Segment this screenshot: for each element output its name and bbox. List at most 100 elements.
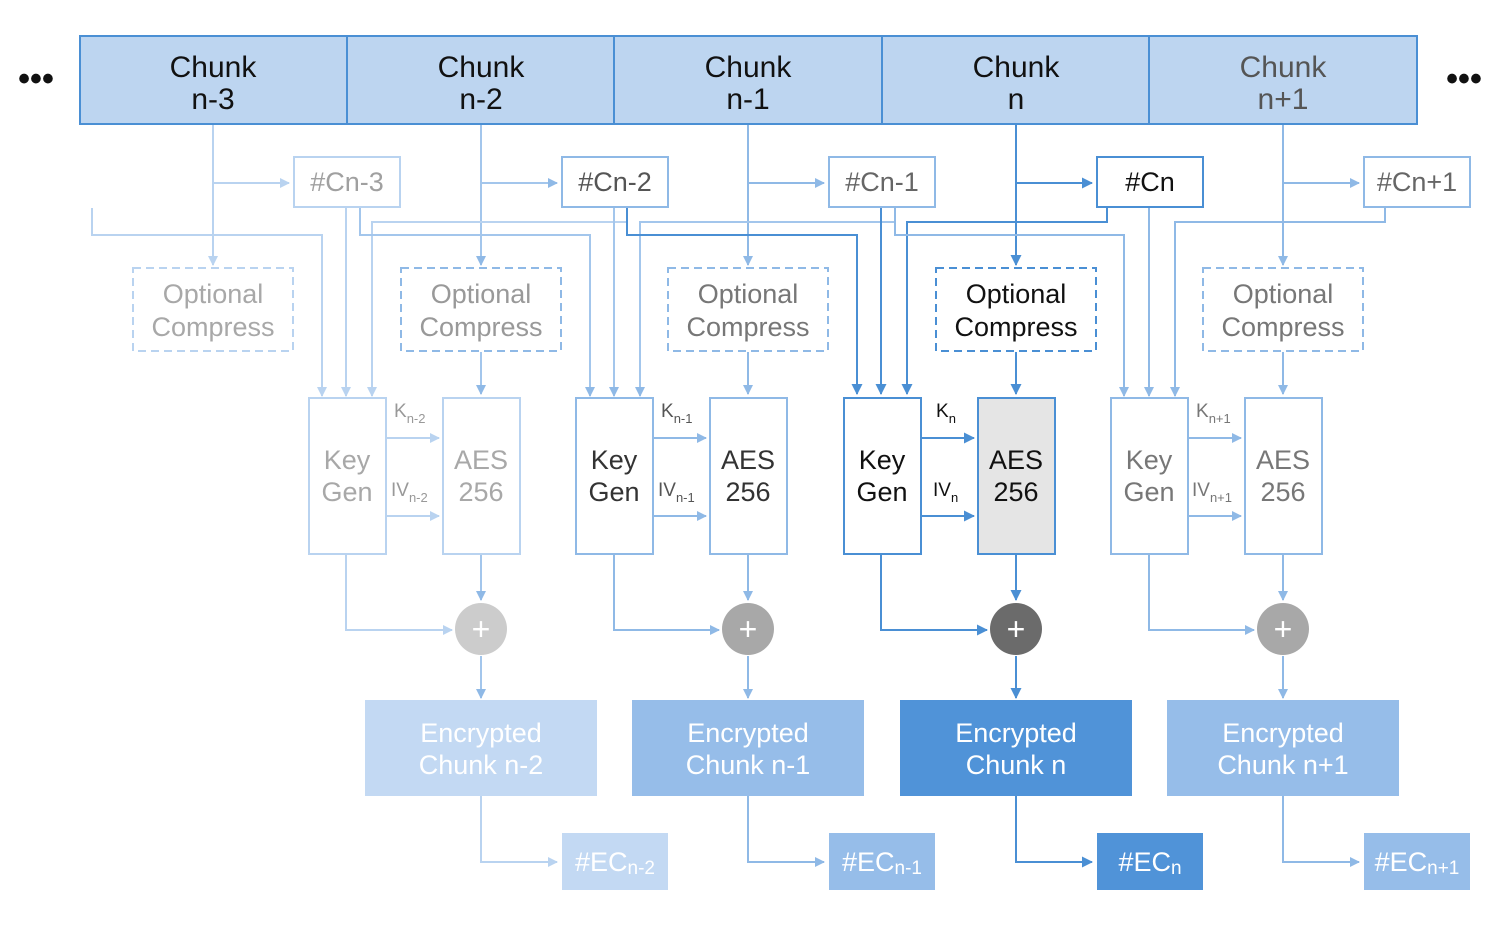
svg-text:Optional: Optional — [966, 279, 1067, 309]
plus-symbol: + — [1007, 611, 1026, 647]
hash-cn-3: #Cn-3 — [293, 156, 401, 208]
chunk-label: Chunk — [973, 51, 1061, 84]
xor-node — [1257, 603, 1309, 655]
svg-text:Gen: Gen — [321, 477, 372, 507]
compress-n-2: Optional Compress — [400, 267, 562, 352]
chunk-label: Chunk — [1240, 51, 1328, 84]
chunk-n-2: Chunk n-2 — [438, 51, 526, 116]
compress-n-1: Optional Compress — [667, 267, 829, 352]
svg-text:Chunk n+1: Chunk n+1 — [1217, 750, 1348, 780]
arrow-chunk-n+1-to-hash — [1282, 124, 1360, 188]
arrow-chunk-n-3-to-hash — [212, 124, 290, 188]
encrypted-box — [365, 700, 597, 796]
svg-text:256: 256 — [725, 477, 770, 507]
chunk-label: Chunk — [705, 51, 793, 84]
chunk-n-3: Chunk n-3 — [170, 51, 258, 116]
compress-n+1: Optional Compress — [1202, 267, 1364, 352]
ec-hash-label: #ECn — [1118, 847, 1181, 879]
svg-text:Compress: Compress — [686, 312, 809, 342]
svg-text:Optional: Optional — [431, 279, 532, 309]
svg-text:Encrypted: Encrypted — [420, 718, 542, 748]
svg-text:Optional: Optional — [1233, 279, 1334, 309]
hash-label: #Cn-1 — [845, 167, 919, 197]
xor-node — [722, 603, 774, 655]
chunk-index: n+1 — [1258, 83, 1309, 116]
svg-text:Key: Key — [859, 445, 906, 475]
ec-hash-label: #ECn-1 — [842, 847, 922, 879]
svg-text:Gen: Gen — [856, 477, 907, 507]
svg-text:Compress: Compress — [1221, 312, 1344, 342]
iv-label: IVn+1 — [1192, 480, 1232, 505]
arrow-chunk-n-1-to-hash — [747, 124, 825, 188]
stage-n: Key Gen AES 256 Kn IVn + Encrypted Chunk… — [843, 397, 1203, 890]
svg-text:256: 256 — [1260, 477, 1305, 507]
svg-text:Gen: Gen — [1123, 477, 1174, 507]
ec-hash-box — [1097, 833, 1203, 890]
encrypted-box — [1167, 700, 1399, 796]
arrow-chunk-n-2-to-hash — [480, 124, 558, 188]
chunk-label: Chunk — [438, 51, 526, 84]
stage-n-2: Key Gen AES 256 Kn-2 IVn-2 + Encrypted C… — [308, 397, 668, 890]
compress-n: Optional Compress — [935, 267, 1097, 352]
svg-text:Key: Key — [591, 445, 638, 475]
plus-symbol: + — [739, 611, 758, 647]
encrypted-box — [900, 700, 1132, 796]
svg-text:Compress: Compress — [954, 312, 1077, 342]
chunk-bar: Chunk n-3 Chunk n-2 Chunk n-1 Chunk n Ch… — [79, 35, 1418, 125]
arrow-chunk-n-to-hash — [1015, 124, 1093, 189]
keygen-box — [1110, 397, 1189, 555]
svg-text:Chunk n: Chunk n — [966, 750, 1067, 780]
chunk-index: n — [1008, 83, 1025, 116]
ec-hash-label: #ECn+1 — [1375, 847, 1460, 879]
keygen-box — [575, 397, 654, 555]
chunk-index: n-3 — [191, 83, 234, 116]
ec-hash-box — [562, 833, 668, 890]
hash-label: #Cn — [1125, 167, 1175, 197]
chunk-n+1: Chunk n+1 — [1240, 51, 1328, 116]
key-label: Kn+1 — [1196, 401, 1231, 426]
iv-label: IVn-2 — [391, 480, 428, 505]
xor-node — [990, 603, 1042, 655]
hash-label: #Cn-3 — [310, 167, 384, 197]
ellipsis-right: ••• — [1446, 60, 1482, 98]
iv-label: IVn — [933, 480, 958, 505]
compress-n-3: Optional Compress — [132, 267, 294, 352]
aes-box — [709, 397, 788, 555]
svg-text:Key: Key — [324, 445, 371, 475]
aes-box — [442, 397, 521, 555]
stage-n+1: Key Gen AES 256 Kn+1 IVn+1 + Encrypted C… — [1110, 397, 1470, 890]
hash-cn-2: #Cn-2 — [561, 156, 669, 208]
svg-text:AES: AES — [454, 445, 508, 475]
svg-text:Compress: Compress — [151, 312, 274, 342]
xor-node — [455, 603, 507, 655]
stage-n-1: Key Gen AES 256 Kn-1 IVn-1 + Encrypted C… — [575, 397, 935, 890]
aes-box — [977, 397, 1056, 555]
chunk-index: n-2 — [459, 83, 502, 116]
hash-label: #Cn-2 — [578, 167, 652, 197]
chunk-n: Chunk n — [973, 51, 1061, 116]
ec-hash-box — [829, 833, 935, 890]
ec-hash-label: #ECn-2 — [575, 847, 655, 879]
hash-label: #Cn+1 — [1377, 167, 1457, 197]
keygen-box — [843, 397, 922, 555]
hash-cn+1: #Cn+1 — [1363, 156, 1471, 208]
encrypted-box — [632, 700, 864, 796]
plus-symbol: + — [1274, 611, 1293, 647]
svg-text:Key: Key — [1126, 445, 1173, 475]
chunk-label: Chunk — [170, 51, 258, 84]
ec-hash-box — [1364, 833, 1470, 890]
svg-text:Compress: Compress — [419, 312, 542, 342]
aes-box — [1244, 397, 1323, 555]
keygen-box — [308, 397, 387, 555]
svg-text:AES: AES — [721, 445, 775, 475]
svg-text:256: 256 — [458, 477, 503, 507]
hash-cn-1: #Cn-1 — [828, 156, 936, 208]
key-label: Kn-1 — [661, 401, 692, 426]
svg-text:Encrypted: Encrypted — [1222, 718, 1344, 748]
svg-text:AES: AES — [989, 445, 1043, 475]
key-label: Kn-2 — [394, 401, 425, 426]
svg-text:Chunk n-2: Chunk n-2 — [419, 750, 544, 780]
svg-text:256: 256 — [993, 477, 1038, 507]
chunk-n-1: Chunk n-1 — [705, 51, 793, 116]
